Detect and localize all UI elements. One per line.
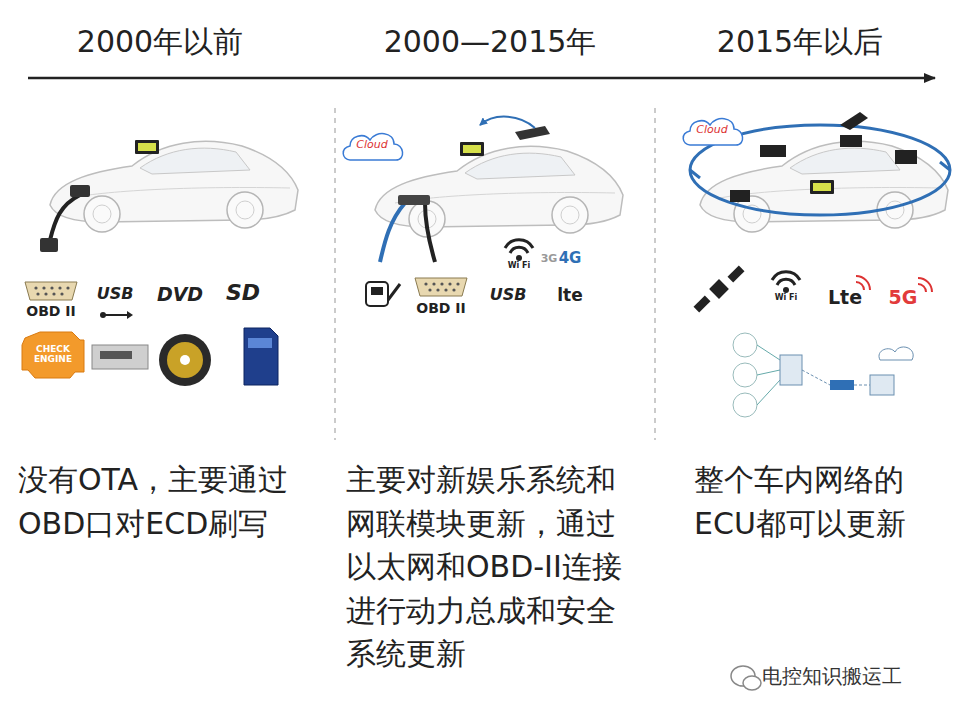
description: 整个车内网络的 ECU都可以更新 [694, 458, 944, 545]
obd-connector [415, 278, 467, 296]
wechat-icon [731, 666, 761, 690]
lte-logo: Lte [828, 286, 862, 309]
cloud-icon [343, 134, 402, 160]
watermark: 电控知识搬运工 [762, 664, 902, 688]
cloud-label: Cloud [356, 138, 387, 151]
cd-disc [159, 334, 211, 386]
wifi-icon [772, 272, 800, 293]
usb-symbol [100, 311, 133, 319]
wifi-icon [505, 240, 533, 261]
column-separator [334, 108, 336, 440]
icon-text: CHECK ENGINE [27, 345, 79, 365]
network-label: 3G [541, 252, 558, 265]
sd-logo: SD [226, 280, 260, 306]
usb-logo: USB [490, 285, 527, 304]
5g-logo: 5G [889, 286, 918, 309]
obd-connector [25, 282, 77, 300]
cloud-icon [683, 119, 742, 145]
cloud-label: Cloud [696, 123, 727, 136]
period-heading: 2015年以后 [717, 24, 883, 60]
usb-logo: USB [97, 284, 134, 303]
lte-logo: lte [557, 285, 582, 305]
wifi-text: Wi Fi [775, 293, 798, 303]
sd-card [244, 328, 278, 385]
column-separator [654, 108, 656, 440]
usb-device [92, 345, 148, 369]
dvd-logo: DVD [157, 283, 203, 306]
timeline-arrow [28, 77, 935, 80]
icon-label: OBD II [416, 300, 466, 317]
network-diagram [733, 333, 913, 417]
description: 没有OTA，主要通过 OBD口对ECD刷写 [18, 458, 323, 545]
wifi-text: Wi Fi [508, 261, 531, 271]
check-engine-icon [22, 332, 84, 378]
description: 主要对新娱乐系统和 网联模块更新，通过 以太网和OBD-II连接 进行动力总成和… [346, 458, 651, 676]
ethernet-icon [366, 282, 400, 306]
period-heading: 2000年以前 [77, 24, 243, 60]
icon-label: OBD II [26, 303, 76, 320]
car-illustration [40, 140, 298, 252]
car-illustration [375, 117, 623, 262]
period-heading: 2000—2015年 [384, 24, 597, 60]
satellite-icon [694, 266, 745, 313]
network-label: 4G [559, 249, 582, 267]
